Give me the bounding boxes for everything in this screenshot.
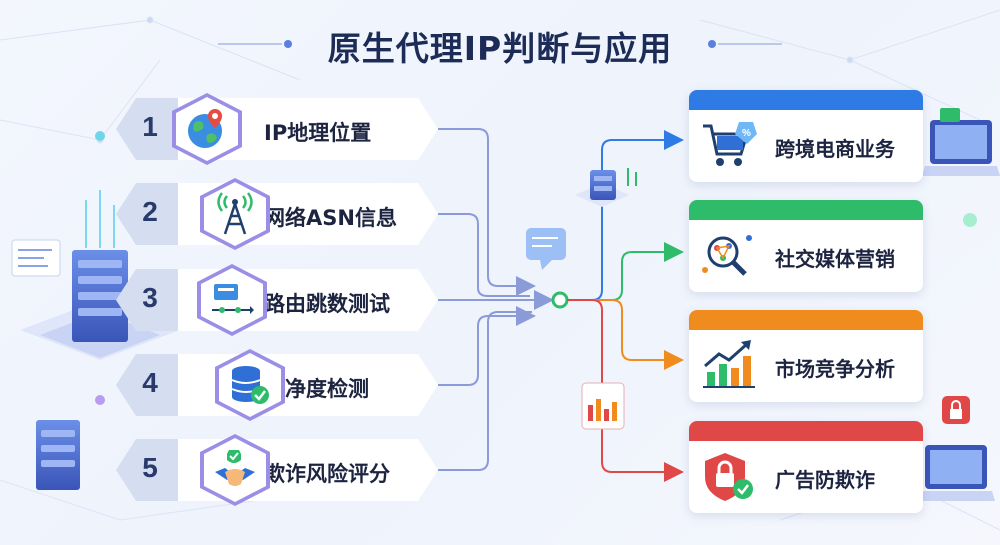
step-number: 4 xyxy=(142,367,158,398)
input-connectors xyxy=(438,128,554,471)
connector-decorations xyxy=(575,168,637,430)
card-color-bar xyxy=(689,421,923,441)
handshake-shield-icon xyxy=(215,450,255,486)
network-magnifier-icon xyxy=(702,235,752,276)
globe-location-icon xyxy=(188,109,222,148)
card-ad-fraud-prevention: 广告防欺诈 xyxy=(689,421,923,513)
step-3: 3 路由跳数测试 xyxy=(116,269,438,331)
step-label: IP地理位置 xyxy=(264,121,372,145)
title-decoration xyxy=(218,40,782,48)
step-number: 1 xyxy=(142,111,158,142)
step-label: 网络ASN信息 xyxy=(264,206,397,230)
bar-chart-growth-icon xyxy=(703,340,755,388)
database-check-icon xyxy=(231,366,269,404)
card-label: 跨境电商业务 xyxy=(775,137,895,161)
card-label: 市场竞争分析 xyxy=(775,357,895,381)
card-social-media-marketing: 社交媒体营销 xyxy=(689,200,923,292)
step-number: 3 xyxy=(142,282,158,313)
antenna-tower-icon xyxy=(217,192,253,235)
card-color-bar xyxy=(689,310,923,330)
svg-text:%: % xyxy=(742,128,751,139)
card-label: 广告防欺诈 xyxy=(775,468,875,492)
step-label: 路由跳数测试 xyxy=(264,292,390,316)
route-hops-icon xyxy=(212,284,254,314)
step-2: 2 网络ASN信息 xyxy=(116,183,438,245)
step-label: 欺诈风险评分 xyxy=(264,462,390,486)
step-5: 5 欺诈风险评分 xyxy=(116,439,438,501)
step-3-icon-frame xyxy=(197,264,267,336)
diagram-title: 原生代理IP判断与应用 xyxy=(327,29,673,68)
card-color-bar xyxy=(689,90,923,110)
card-label: 社交媒体营销 xyxy=(775,247,895,271)
shield-lock-icon xyxy=(705,453,753,501)
hub-node xyxy=(526,228,569,309)
card-color-bar xyxy=(689,200,923,220)
shopping-cart-icon: % xyxy=(703,122,757,166)
card-market-competition-analysis: 市场竞争分析 xyxy=(689,310,923,402)
step-1-icon-frame xyxy=(172,93,242,165)
step-number: 2 xyxy=(142,196,158,227)
step-1: 1 IP地理位置 xyxy=(116,98,438,160)
step-number: 5 xyxy=(142,452,158,483)
card-cross-border-ecommerce: % 跨境电商业务 xyxy=(689,90,923,182)
right-laptop-illustration xyxy=(917,108,1000,501)
